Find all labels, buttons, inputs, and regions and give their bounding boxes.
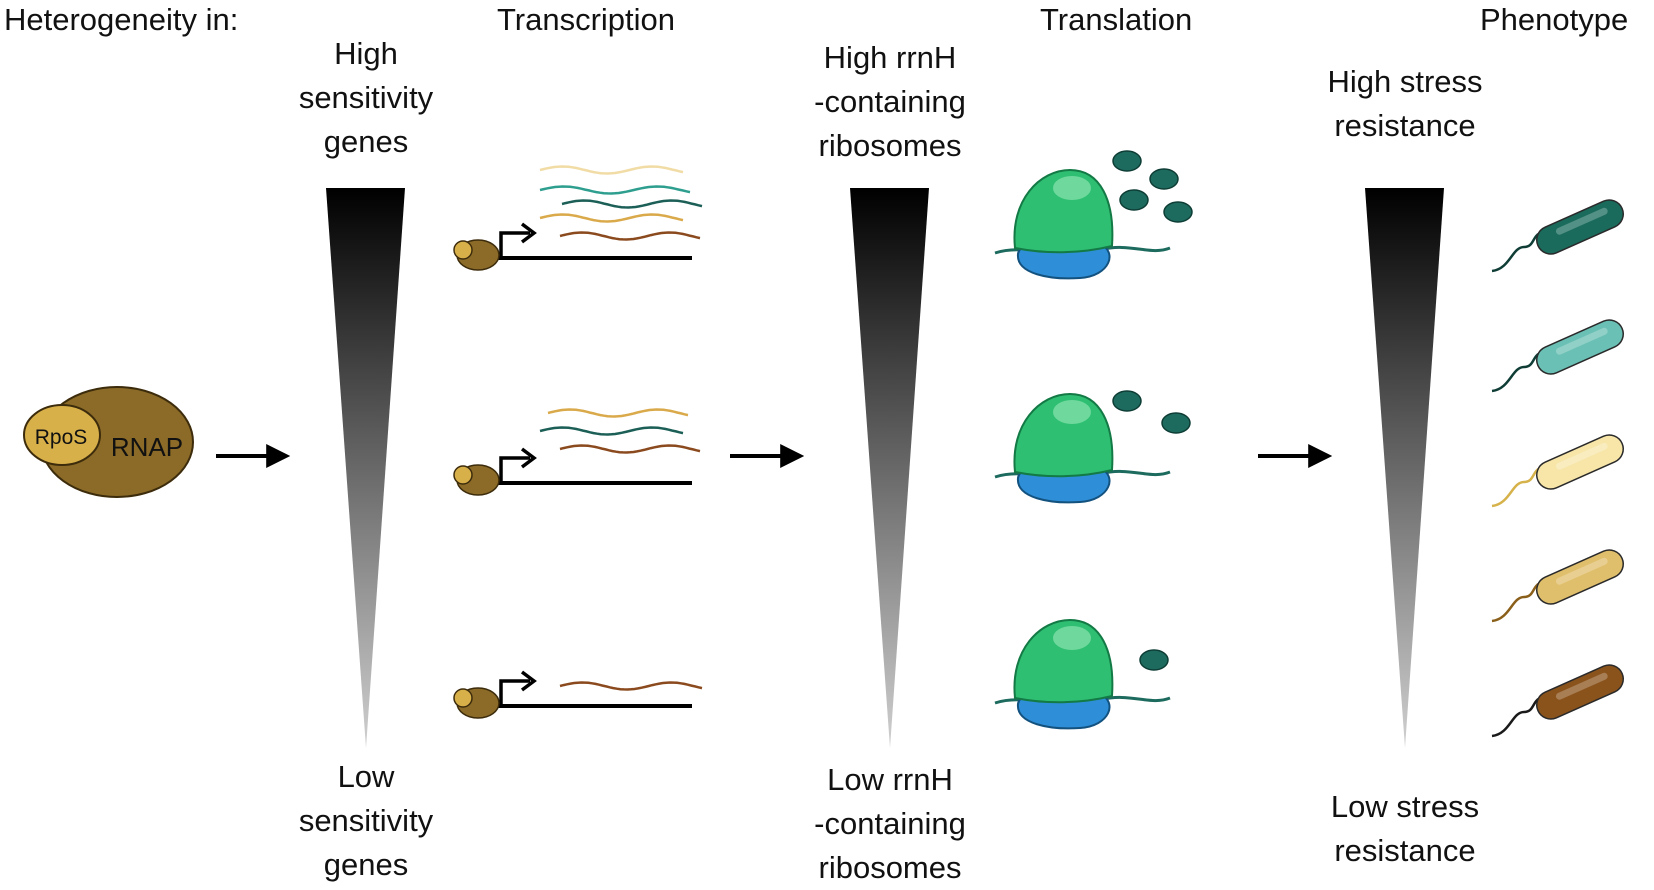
ribosome-highlight: [1053, 400, 1091, 424]
heterogeneity-header: Heterogeneity in:: [4, 2, 239, 37]
mrna-transcript: [539, 213, 684, 223]
rpos-sigma-factor: [23, 404, 101, 466]
high-sensitivity-label: High sensitivity genes: [266, 32, 466, 164]
sensitivity-gradient-wedge: [326, 188, 405, 748]
mrna-transcript: [559, 681, 703, 691]
translation-ribosomes: [994, 150, 1193, 730]
protein-product: [1112, 150, 1142, 172]
flagellum: [1491, 466, 1541, 508]
mrna-transcript: [539, 165, 684, 175]
promoter-arrow-icon: [499, 679, 530, 706]
flagellum: [1491, 696, 1541, 738]
high-stress-label: High stress resistance: [1300, 60, 1510, 148]
high-rrnh-line-3: ribosomes: [818, 128, 962, 163]
phenotype-bacteria: [1491, 199, 1624, 738]
low-rrnh-line-3: ribosomes: [818, 850, 962, 885]
ribosome-2: [994, 390, 1191, 504]
gene-2: [453, 408, 701, 496]
mrna-transcript: [559, 231, 701, 241]
bacterium-5: [1491, 664, 1624, 738]
bacterium-body: [1536, 319, 1624, 375]
mrna-transcript: [539, 185, 691, 195]
protein-product: [1139, 649, 1169, 671]
low-sensitivity-line-1: Low: [337, 759, 395, 794]
high-rrnh-line-2: -containing: [814, 84, 966, 119]
high-sensitivity-line-2: sensitivity: [298, 80, 434, 115]
low-sensitivity-label: Low sensitivity genes: [266, 755, 466, 887]
low-stress-line-1: Low stress: [1330, 789, 1480, 824]
low-stress-line-2: resistance: [1334, 833, 1476, 868]
ribosome-1: [994, 150, 1193, 280]
mini-sigma-icon: [453, 688, 473, 708]
high-rrnh-label: High rrnH -containing ribosomes: [780, 36, 1000, 168]
bacterium-highlight: [1555, 207, 1608, 235]
phenotype-header: Phenotype: [1480, 2, 1629, 37]
low-sensitivity-line-2: sensitivity: [298, 803, 434, 838]
mrna-transcript: [561, 199, 703, 209]
promoter-arrowhead-icon: [520, 222, 537, 244]
rpos-label: RpoS: [35, 426, 88, 449]
promoter-arrow-icon: [499, 456, 530, 483]
high-sensitivity-line-3: genes: [323, 124, 409, 159]
ribosome-gradient-wedge: [850, 188, 929, 748]
high-sensitivity-line-1: High: [334, 36, 398, 71]
gene-1: [453, 165, 703, 271]
bacterium-2: [1491, 319, 1624, 393]
ribosome-highlight: [1053, 176, 1091, 200]
ribosome-highlight: [1053, 626, 1091, 650]
low-sensitivity-line-3: genes: [323, 847, 409, 882]
rnap-holoenzyme: RpoS RNAP: [23, 386, 194, 498]
rnap-label: RNAP: [111, 432, 183, 462]
bacterium-body: [1536, 549, 1624, 605]
bacterium-highlight: [1555, 557, 1608, 585]
protein-product: [1119, 189, 1149, 211]
promoter-arrowhead-icon: [520, 670, 537, 692]
gene-3: [453, 670, 703, 719]
low-rrnh-label: Low rrnH -containing ribosomes: [780, 758, 1000, 890]
flagellum: [1491, 581, 1541, 623]
transcription-header: Transcription: [497, 2, 676, 37]
transcription-genes: [453, 165, 703, 719]
protein-product: [1161, 412, 1191, 434]
protein-product: [1112, 390, 1142, 412]
bacterium-3: [1491, 434, 1624, 508]
bacterium-body: [1536, 434, 1624, 490]
bacterium-1: [1491, 199, 1624, 273]
ribosome-3: [994, 618, 1171, 730]
mrna-transcript: [559, 444, 701, 454]
bacterium-highlight: [1555, 672, 1608, 700]
flagellum: [1491, 351, 1541, 393]
low-stress-label: Low stress resistance: [1300, 785, 1510, 873]
mini-sigma-icon: [453, 240, 473, 260]
stress-gradient-wedge: [1365, 188, 1444, 748]
mrna-transcript: [547, 408, 689, 418]
bacterium-highlight: [1555, 442, 1608, 470]
promoter-arrowhead-icon: [520, 447, 537, 469]
bacterium-4: [1491, 549, 1624, 623]
low-rrnh-line-2: -containing: [814, 806, 966, 841]
translation-header: Translation: [1040, 2, 1193, 37]
low-rrnh-line-1: Low rrnH: [827, 762, 953, 797]
flagellum: [1491, 231, 1541, 273]
protein-product: [1163, 201, 1193, 223]
bacterium-body: [1536, 664, 1624, 720]
promoter-arrow-icon: [499, 231, 530, 258]
protein-product: [1149, 168, 1179, 190]
high-rrnh-line-1: High rrnH: [823, 40, 957, 75]
mini-sigma-icon: [453, 465, 473, 485]
high-stress-line-2: resistance: [1334, 108, 1476, 143]
mrna-transcript: [539, 426, 684, 436]
high-stress-line-1: High stress: [1327, 64, 1483, 99]
bacterium-body: [1536, 199, 1624, 255]
bacterium-highlight: [1555, 327, 1608, 355]
